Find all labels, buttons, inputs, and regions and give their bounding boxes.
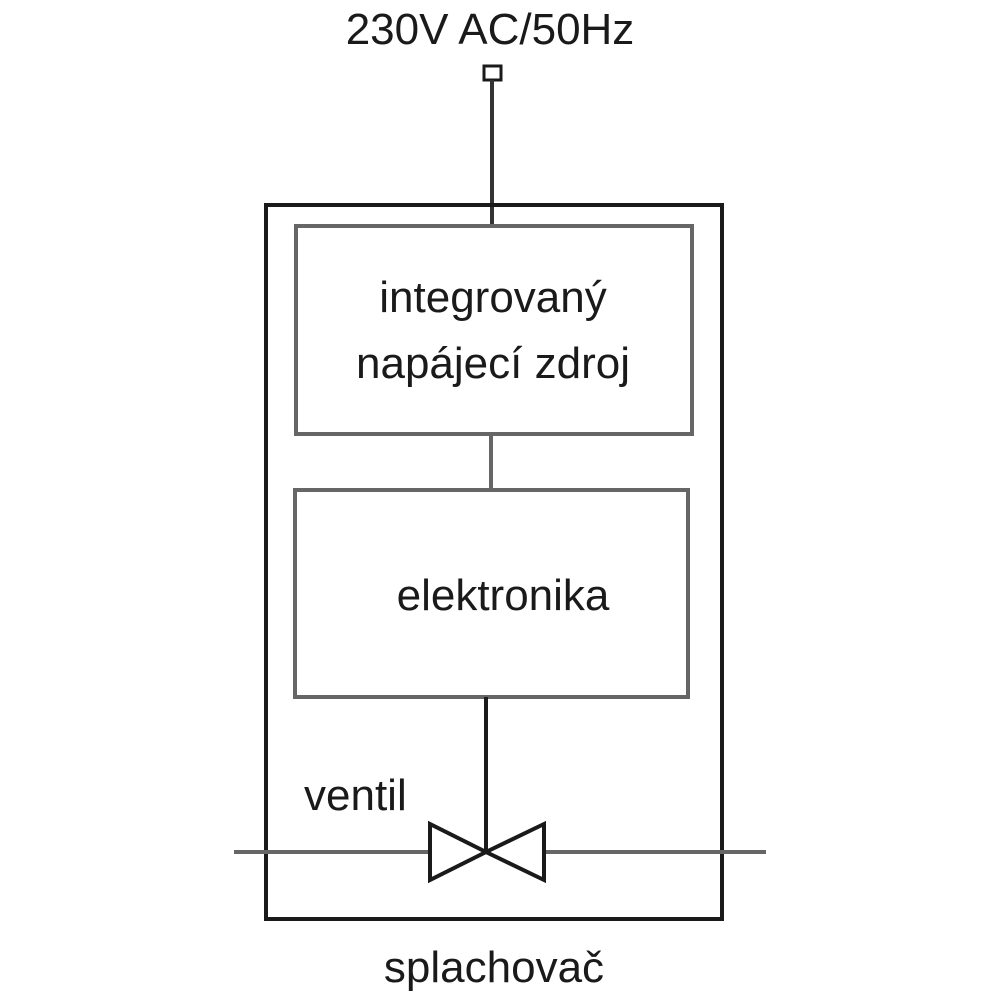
power-supply-block bbox=[294, 224, 694, 436]
enclosure-label: splachovač bbox=[384, 943, 604, 992]
electronics-block bbox=[293, 488, 690, 699]
power-supply-label-line2: napájecí zdroj bbox=[356, 339, 630, 388]
enclosure-box bbox=[264, 203, 724, 921]
valve-label: ventil bbox=[304, 771, 407, 820]
supply-voltage-label: 230V AC/50Hz bbox=[346, 5, 635, 54]
supply-terminal bbox=[482, 64, 503, 82]
power-supply-label-line1: integrovaný bbox=[379, 273, 606, 322]
valve-left-triangle bbox=[428, 820, 491, 884]
electronics-label: elektronika bbox=[397, 571, 610, 620]
valve-right-triangle bbox=[481, 820, 546, 884]
